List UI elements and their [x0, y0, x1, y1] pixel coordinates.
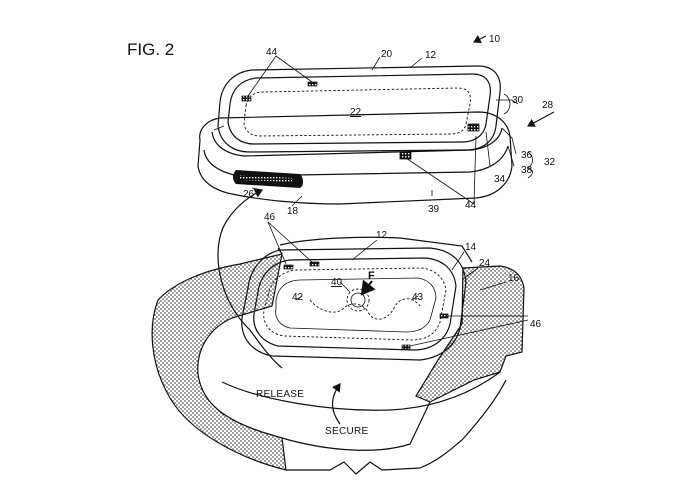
ref-24: 24	[479, 258, 491, 269]
motion-arrows	[217, 188, 341, 425]
ref-36: 36	[521, 150, 533, 161]
ref-22: 22	[350, 107, 362, 118]
ref-12-lower: 12	[376, 230, 388, 241]
device-module	[197, 35, 555, 207]
ref-46-bottom: 46	[530, 319, 542, 330]
ref-32: 32	[544, 157, 556, 168]
ref-44-bottom: 44	[465, 200, 477, 211]
ref-46-top: 46	[264, 212, 276, 223]
ref-43: 43	[412, 292, 424, 303]
ref-26: 26	[243, 189, 255, 200]
ref-20: 20	[381, 49, 393, 60]
ref-34: 34	[494, 174, 506, 185]
ref-force-F: F	[368, 270, 375, 282]
watch-band	[151, 221, 529, 475]
ref-38: 38	[521, 165, 533, 176]
ref-30: 30	[512, 95, 524, 106]
ref-39: 39	[428, 204, 440, 215]
ref-40: 40	[331, 277, 343, 288]
ref-10: 10	[489, 34, 501, 45]
ref-12-top: 12	[425, 50, 437, 61]
caption-release: RELEASE	[256, 389, 304, 400]
ref-44-top: 44	[266, 47, 278, 58]
caption-secure: SECURE	[325, 426, 369, 437]
ref-42: 42	[292, 292, 304, 303]
ref-16: 16	[508, 273, 520, 284]
figure-title: FIG. 2	[127, 40, 174, 59]
ref-28: 28	[542, 100, 554, 111]
ref-18: 18	[287, 206, 299, 217]
ref-14: 14	[465, 242, 477, 253]
